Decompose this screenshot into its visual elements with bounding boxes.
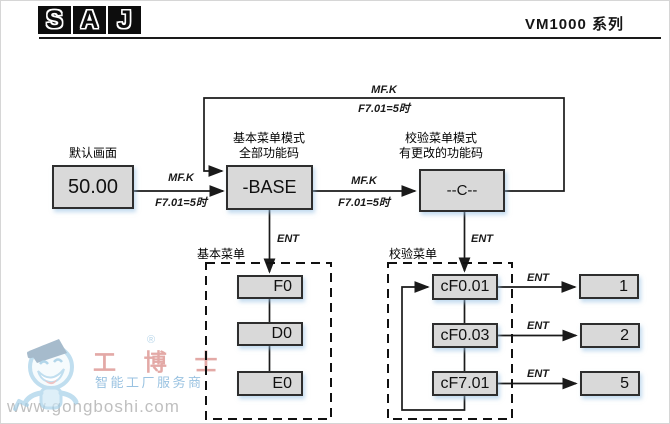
node-basic-item-d0: D0 xyxy=(237,322,303,346)
header-divider xyxy=(39,37,661,39)
node-result-2: 2 xyxy=(580,323,640,348)
logo-letter-a: A xyxy=(73,6,106,34)
label-loop-f701: F7.01=5时 xyxy=(358,103,410,115)
arrow-loop-check-to-base xyxy=(203,97,565,192)
node-check-mode: --C-- xyxy=(419,169,505,212)
label-arrow2-mfk: MF.K xyxy=(351,175,377,187)
logo-letter-j: J xyxy=(108,6,141,34)
label-arrow1-mfk: MF.K xyxy=(168,172,194,184)
label-ent-result2: ENT xyxy=(527,320,549,332)
label-check-menu: 校验菜单 xyxy=(389,247,438,261)
basic-menu-frame xyxy=(205,262,332,420)
label-ent-check: ENT xyxy=(471,233,493,245)
node-result-1: 1 xyxy=(579,274,639,299)
watermark-brand: 工 博 士 xyxy=(93,350,229,375)
label-arrow2-f701: F7.01=5时 xyxy=(338,197,390,209)
arrow-cf701-loop-cf001 xyxy=(401,281,466,411)
label-default-screen: 默认画面 xyxy=(68,146,117,160)
node-base-mode: -BASE xyxy=(226,165,313,210)
logo-letter-s: S xyxy=(38,6,71,34)
node-check-item-cf001: cF0.01 xyxy=(432,274,498,300)
page-title: VM1000 系列 xyxy=(524,16,624,33)
label-arrow1-f701: F7.01=5时 xyxy=(155,197,207,209)
check-menu-frame xyxy=(387,262,513,420)
node-default-screen: 50.00 xyxy=(52,165,134,209)
node-basic-item-e0: E0 xyxy=(237,371,303,396)
saj-logo: S A J xyxy=(38,6,141,34)
registered-mark: ® xyxy=(147,334,156,346)
label-base-mode-line1: 基本菜单模式 xyxy=(232,131,305,145)
gongboshi-mascot-icon xyxy=(13,339,79,411)
node-check-item-cf003: cF0.03 xyxy=(432,323,498,348)
label-basic-menu: 基本菜单 xyxy=(197,247,246,261)
label-ent-result3: ENT xyxy=(527,368,549,380)
label-check-mode-line2: 有更改的功能码 xyxy=(398,146,483,160)
label-loop-mfk: MF.K xyxy=(371,84,397,96)
node-basic-item-f0: F0 xyxy=(237,275,303,299)
label-base-mode-line2: 全部功能码 xyxy=(238,146,299,160)
node-result-5: 5 xyxy=(580,371,640,396)
label-ent-result1: ENT xyxy=(527,272,549,284)
watermark-tagline: 智能工厂服务商 xyxy=(95,375,204,390)
label-ent-base: ENT xyxy=(277,233,299,245)
label-check-mode-line1: 校验菜单模式 xyxy=(404,131,477,145)
node-check-item-cf701: cF7.01 xyxy=(432,371,498,396)
